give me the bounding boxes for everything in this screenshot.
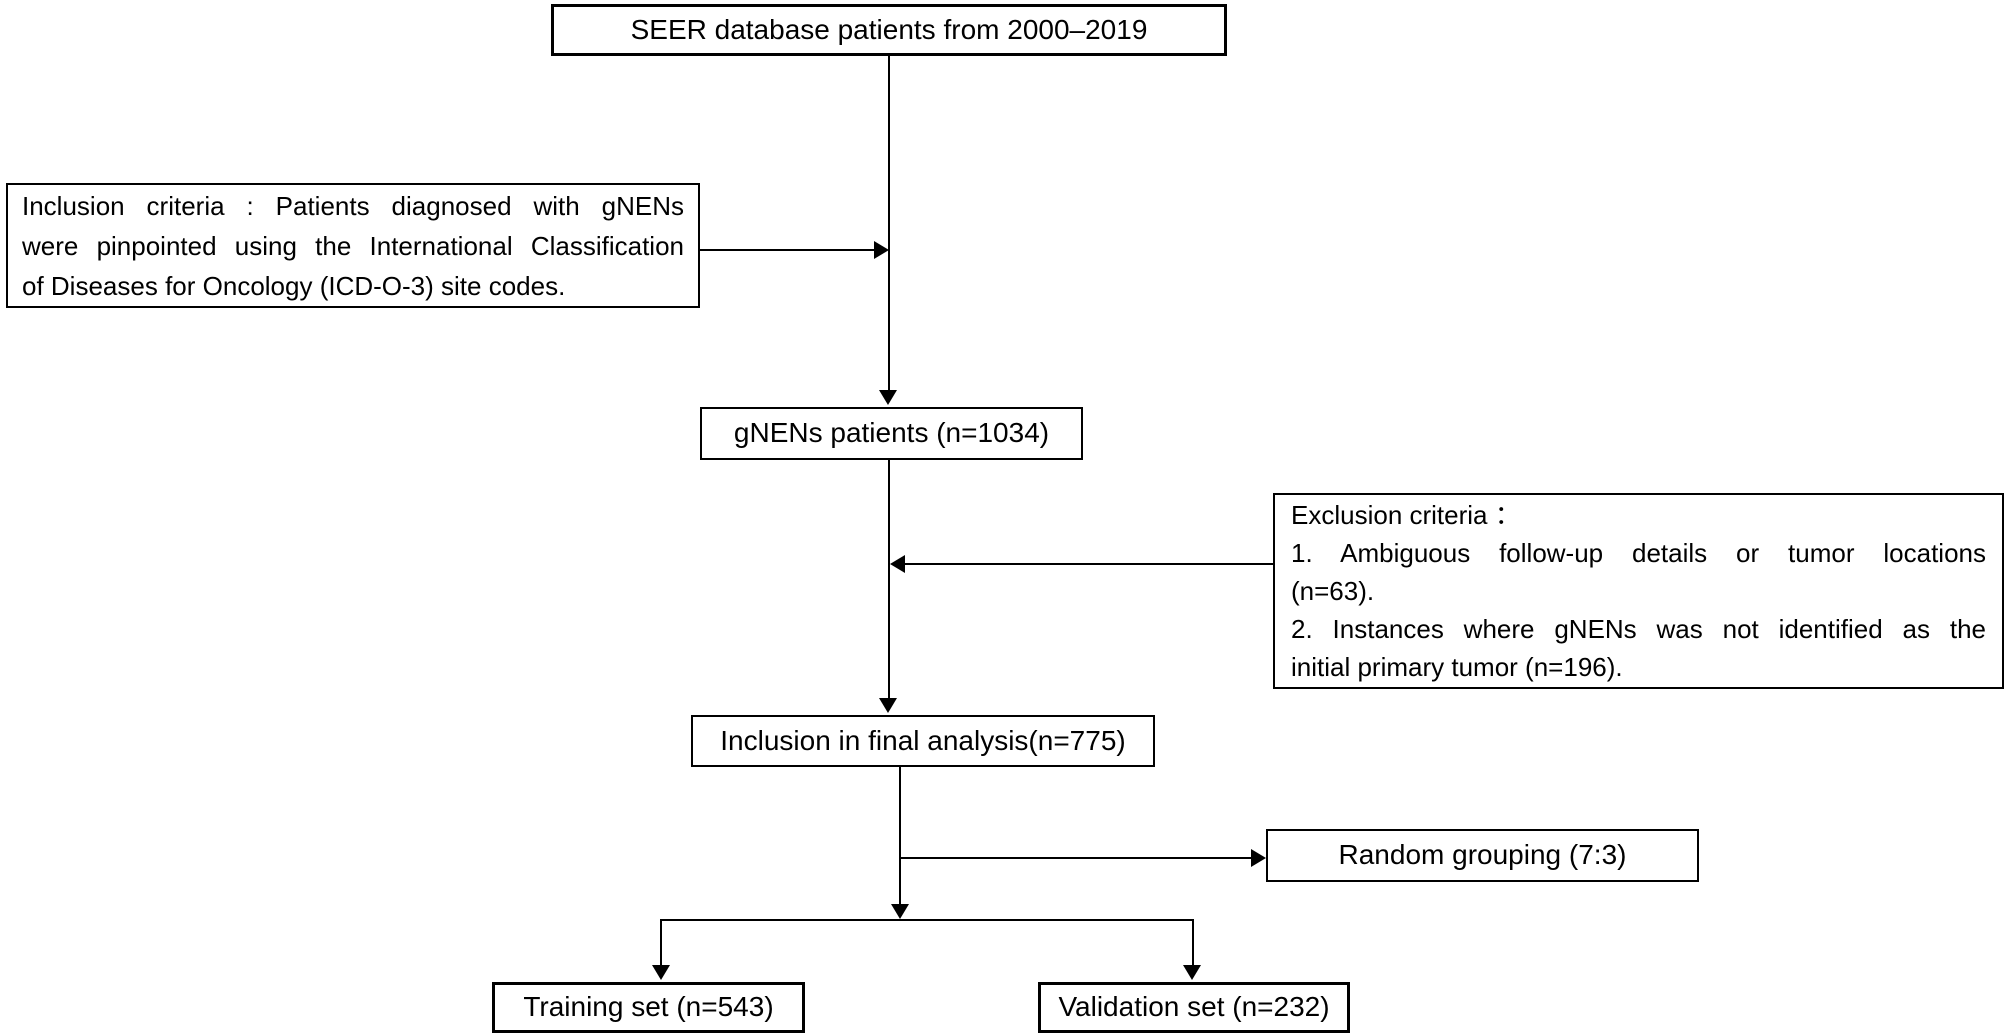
- connector-final-to-split: [899, 767, 901, 906]
- connector-gnens-to-final: [888, 460, 890, 700]
- node-seer-database: SEER database patients from 2000–2019: [551, 4, 1227, 56]
- exclusion-criteria-item1-line-1: 1. Ambiguous follow-up details or tumor …: [1291, 538, 1986, 568]
- node-exclusion-criteria: Exclusion criteria ： 1. Ambiguous follow…: [1273, 493, 2004, 689]
- connector-seer-to-gnens: [888, 56, 890, 392]
- arrow-down-icon: [652, 965, 670, 980]
- connector-main-to-random: [900, 857, 1253, 859]
- exclusion-criteria-title: Exclusion criteria ：: [1291, 500, 1521, 530]
- node-final-analysis: Inclusion in final analysis(n=775): [691, 715, 1155, 767]
- node-random-grouping: Random grouping (7:3): [1266, 829, 1699, 882]
- node-inclusion-criteria: Inclusion criteria : Patients diagnosed …: [6, 183, 700, 308]
- arrow-right-icon: [1251, 849, 1266, 867]
- arrow-down-icon: [879, 698, 897, 713]
- inclusion-criteria-line-2: were pinpointed using the International …: [22, 230, 684, 261]
- connector-split-to-training: [660, 919, 662, 967]
- connector-exclusion-to-main: [903, 563, 1273, 565]
- node-validation-set: Validation set (n=232): [1038, 982, 1350, 1033]
- exclusion-criteria-item1-line-2: (n=63).: [1291, 576, 1375, 606]
- exclusion-criteria-item2-line-2: initial primary tumor (n=196).: [1291, 652, 1623, 682]
- arrow-down-icon: [879, 390, 897, 405]
- node-gnens-patients: gNENs patients (n=1034): [700, 407, 1083, 460]
- split-branch-line: [660, 919, 1194, 921]
- exclusion-criteria-item2-line-1: 2. Instances where gNENs was not identif…: [1291, 614, 1986, 644]
- inclusion-criteria-line-1: Inclusion criteria : Patients diagnosed …: [22, 190, 684, 221]
- node-training-set: Training set (n=543): [492, 982, 805, 1033]
- arrow-down-icon: [1183, 965, 1201, 980]
- arrow-right-icon: [874, 241, 889, 259]
- arrow-left-icon: [890, 555, 905, 573]
- connector-split-to-validation: [1192, 919, 1194, 967]
- arrow-down-icon: [891, 904, 909, 919]
- connector-inclusion-to-main: [700, 249, 875, 251]
- inclusion-criteria-line-3: of Diseases for Oncology (ICD-O-3) site …: [22, 270, 566, 301]
